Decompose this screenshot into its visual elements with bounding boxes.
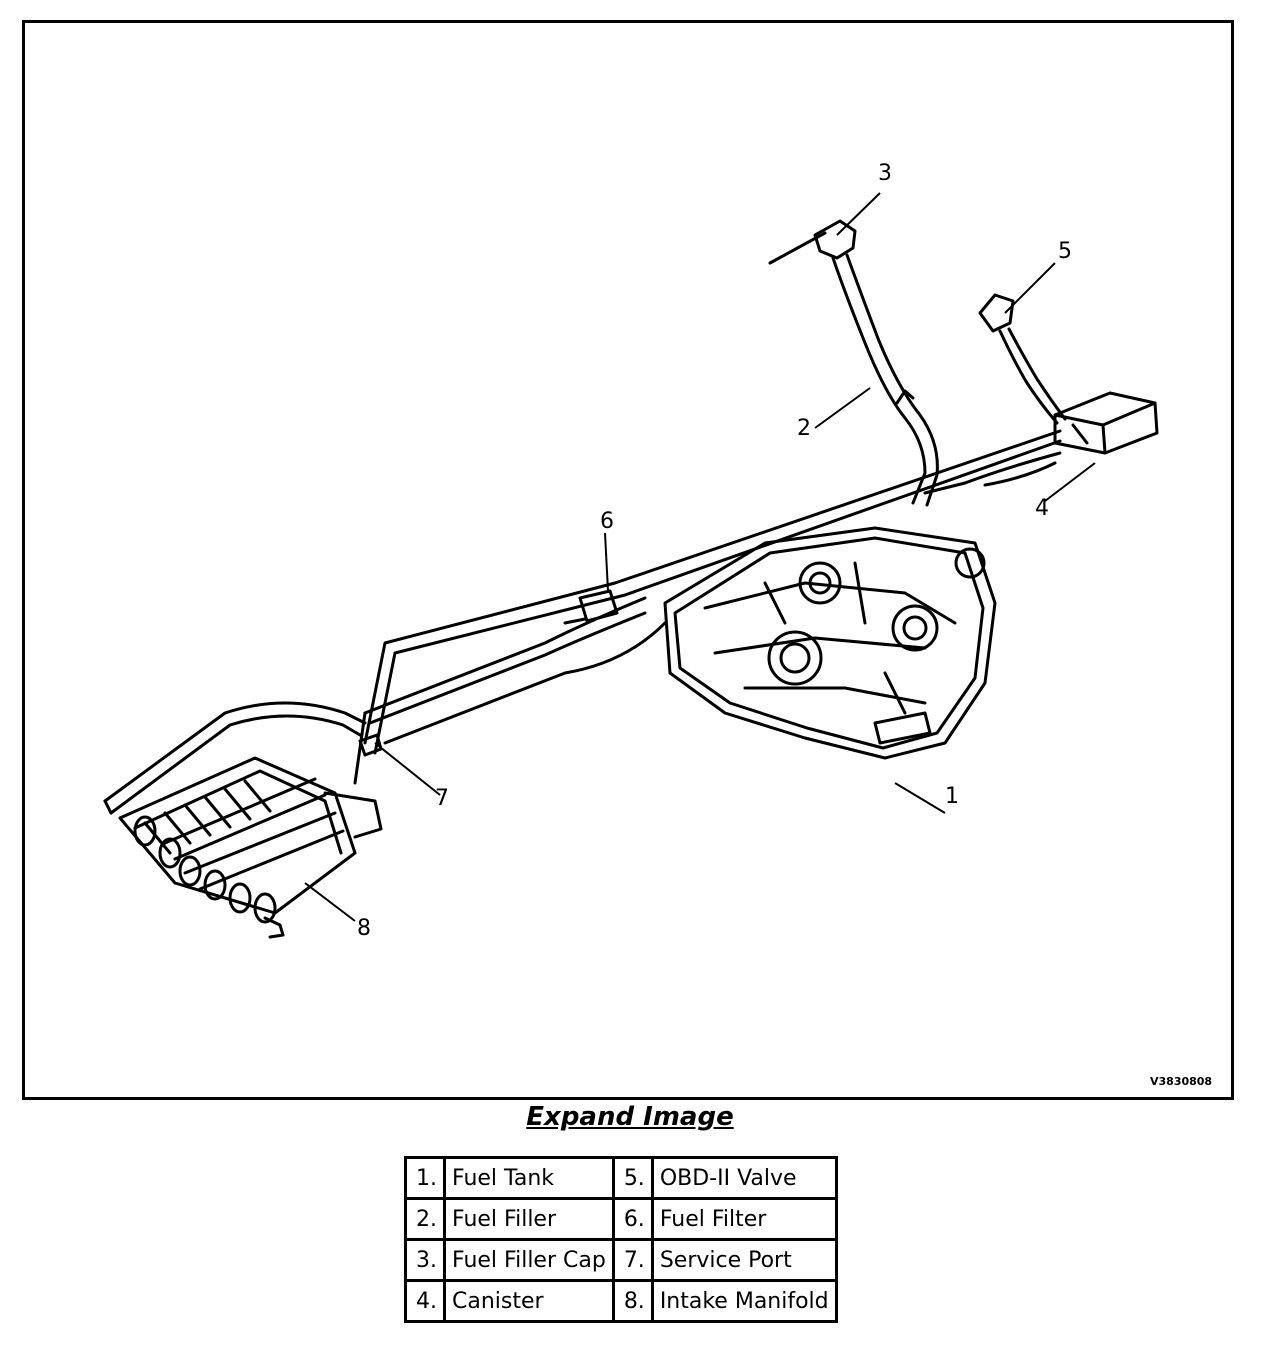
- legend-label: Fuel Filler: [443, 1197, 615, 1241]
- image-code: V3830808: [1150, 1075, 1212, 1088]
- callout-8: 8: [357, 916, 371, 941]
- leader-lines: [304, 192, 1096, 922]
- legend-number: 7.: [611, 1238, 654, 1282]
- callout-4: 4: [1035, 496, 1049, 521]
- legend-number: 3.: [404, 1238, 446, 1282]
- fuel-system-diagram: 1 2 3 4 5 6 7 8 V3830808: [103, 161, 1212, 1088]
- fuel-tank-drawing: [663, 526, 997, 760]
- callout-5: 5: [1058, 239, 1072, 264]
- fuel-filter-drawing: [563, 589, 619, 625]
- legend-label: OBD-II Valve: [650, 1156, 838, 1200]
- legend-label: Canister: [443, 1279, 615, 1323]
- legend-row: 2. Fuel Filler 6. Fuel Filter: [404, 1197, 838, 1241]
- legend-number: 1.: [404, 1156, 446, 1200]
- expand-image-link[interactable]: Expand Image: [526, 1102, 734, 1132]
- legend-number: 4.: [404, 1279, 446, 1323]
- legend-row: 1. Fuel Tank 5. OBD-II Valve: [404, 1156, 838, 1200]
- callout-labels: 1 2 3 4 5 6 7 8: [357, 161, 1072, 941]
- callout-2: 2: [797, 416, 811, 441]
- legend-label: Service Port: [650, 1238, 838, 1282]
- intake-manifold-drawing: [103, 701, 383, 939]
- legend-row: 3. Fuel Filler Cap 7. Service Port: [404, 1238, 838, 1282]
- legend-label: Fuel Filler Cap: [443, 1238, 615, 1282]
- diagram-frame: 1 2 3 4 5 6 7 8 V3830808: [22, 20, 1234, 1100]
- callout-1: 1: [945, 784, 959, 809]
- callout-3: 3: [878, 161, 892, 186]
- legend-table: 1. Fuel Tank 5. OBD-II Valve 2. Fuel Fil…: [404, 1156, 838, 1323]
- callout-6: 6: [600, 509, 614, 534]
- legend-number: 8.: [611, 1279, 654, 1323]
- fuel-filler-drawing: [768, 219, 939, 507]
- fuel-lines-drawing: [353, 429, 1062, 785]
- canister-drawing: [1053, 391, 1159, 455]
- callout-7: 7: [435, 786, 449, 811]
- legend-label: Fuel Filter: [650, 1197, 838, 1241]
- legend-row: 4. Canister 8. Intake Manifold: [404, 1279, 838, 1323]
- legend-number: 2.: [404, 1197, 446, 1241]
- obd-valve-drawing: [978, 293, 1067, 425]
- legend-label: Fuel Tank: [443, 1156, 615, 1200]
- legend-number: 6.: [611, 1197, 654, 1241]
- legend-number: 5.: [611, 1156, 654, 1200]
- legend-label: Intake Manifold: [650, 1279, 838, 1323]
